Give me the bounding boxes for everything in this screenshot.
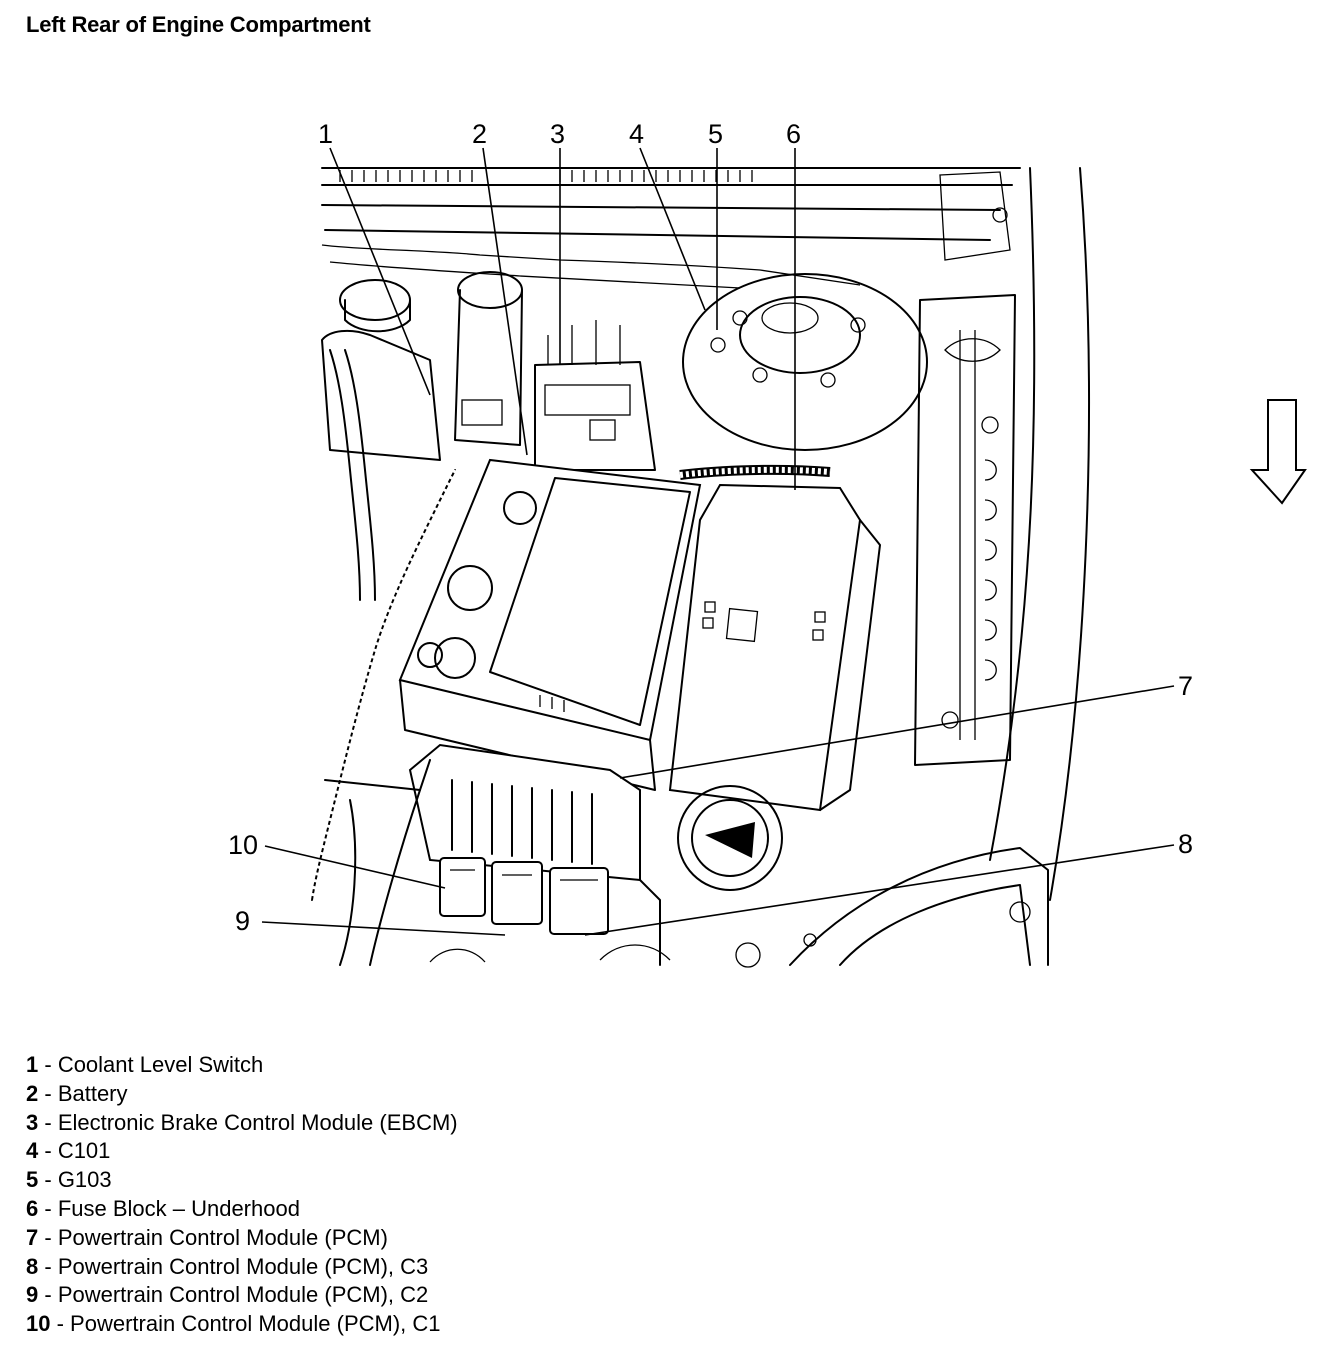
legend-item: 7 - Powertrain Control Module (PCM): [26, 1224, 388, 1250]
callout-9: 9: [235, 906, 250, 936]
legend-item: 10 - Powertrain Control Module (PCM), C1: [26, 1311, 441, 1337]
engine-illustration: [308, 167, 1090, 968]
callout-4: 4: [629, 119, 644, 149]
engine-compartment-diagram: 1 2 3 4 5 6 7 8 9 10: [228, 119, 1307, 968]
leader-lines: [261, 147, 1175, 936]
callout-3: 3: [550, 119, 565, 149]
callout-8: 8: [1178, 829, 1193, 859]
callout-labels: 1 2 3 4 5 6 7 8 9 10: [228, 119, 1193, 936]
legend-item: 3 - Electronic Brake Control Module (EBC…: [26, 1109, 458, 1135]
callout-5: 5: [708, 119, 723, 149]
legend-item: 5 - G103: [26, 1167, 112, 1193]
legend-item: 6 - Fuse Block – Underhood: [26, 1195, 300, 1221]
legend-item: 9 - Powertrain Control Module (PCM), C2: [26, 1282, 429, 1308]
callout-6: 6: [786, 119, 801, 149]
callout-7: 7: [1178, 671, 1193, 701]
down-arrow-icon: [1249, 399, 1307, 505]
legend-item: 8 - Powertrain Control Module (PCM), C3: [26, 1253, 429, 1279]
callout-1: 1: [318, 119, 333, 149]
legend-item: 1 - Coolant Level Switch: [26, 1052, 264, 1077]
legend-item: 4 - C101: [26, 1138, 111, 1164]
legend-item: 2 - Battery: [26, 1080, 128, 1106]
callout-10: 10: [228, 830, 258, 860]
callout-2: 2: [472, 119, 487, 149]
page-title: Left Rear of Engine Compartment: [26, 12, 371, 37]
legend-list: 1 - Coolant Level Switch 2 - Battery 3 -…: [26, 1051, 458, 1339]
